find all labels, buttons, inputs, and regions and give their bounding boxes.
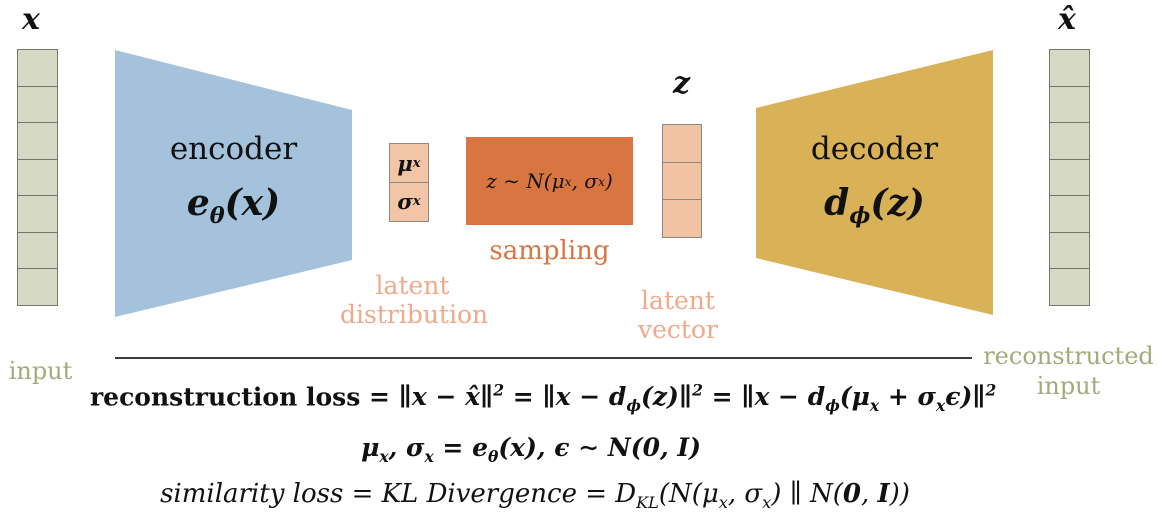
input-vector-label: x [22,2,40,37]
vector-cell [17,122,58,160]
similarity-loss-formula: similarity loss = KL Divergence = DKL(N(… [160,479,910,513]
vector-cell [1049,49,1090,87]
vector-cell [1049,122,1090,160]
reconstruction-loss-name: reconstruction loss [90,382,369,412]
vector-cell [17,268,58,306]
divider-line [115,357,972,359]
vector-cell [1049,195,1090,233]
decoder-trapezoid: decoder dϕ(z) [756,48,993,318]
vector-cell [17,158,58,197]
input-vector [17,49,58,306]
vector-cell [17,49,58,87]
latent-vector-caption: latent vector [638,286,718,344]
vector-cell [1049,231,1090,270]
vector-cell [17,85,58,124]
decoder-title: decoder [810,131,939,167]
encoder-title: encoder [169,131,298,167]
output-vector-label: x̂ [1058,2,1076,37]
reparameterization-formula: μx, σx = eθ(x), ϵ ∼ N(0, I) [361,433,701,466]
latent-vector [662,124,702,238]
reconstructed-input-caption: reconstructed input [983,342,1154,400]
reconstruction-loss-math: = ∥x − x̂∥2 = ∥x − dϕ(z)∥2 = ∥x − dϕ(μx … [368,381,997,416]
vector-cell [17,195,58,233]
encoder-formula: eθ(x) [186,182,281,230]
vector-cell [1049,158,1090,197]
vector-cell [17,231,58,270]
vector-cell [662,199,702,238]
encoder-trapezoid: encoder eθ(x) [115,48,352,318]
reconstruction-loss-formula: reconstruction loss = ∥x − x̂∥2 = ∥x − d… [90,381,997,416]
latent-vector-label: z [673,66,691,101]
vector-cell [662,124,702,163]
vector-cell [1049,85,1090,124]
input-caption: input [8,357,73,385]
sampling-caption: sampling [489,236,610,266]
vector-cell [1049,268,1090,306]
decoder-formula: dϕ(z) [824,182,925,230]
vector-cell [662,161,702,201]
output-vector [1049,49,1090,306]
latent-distribution-caption: latent distribution [340,271,489,329]
